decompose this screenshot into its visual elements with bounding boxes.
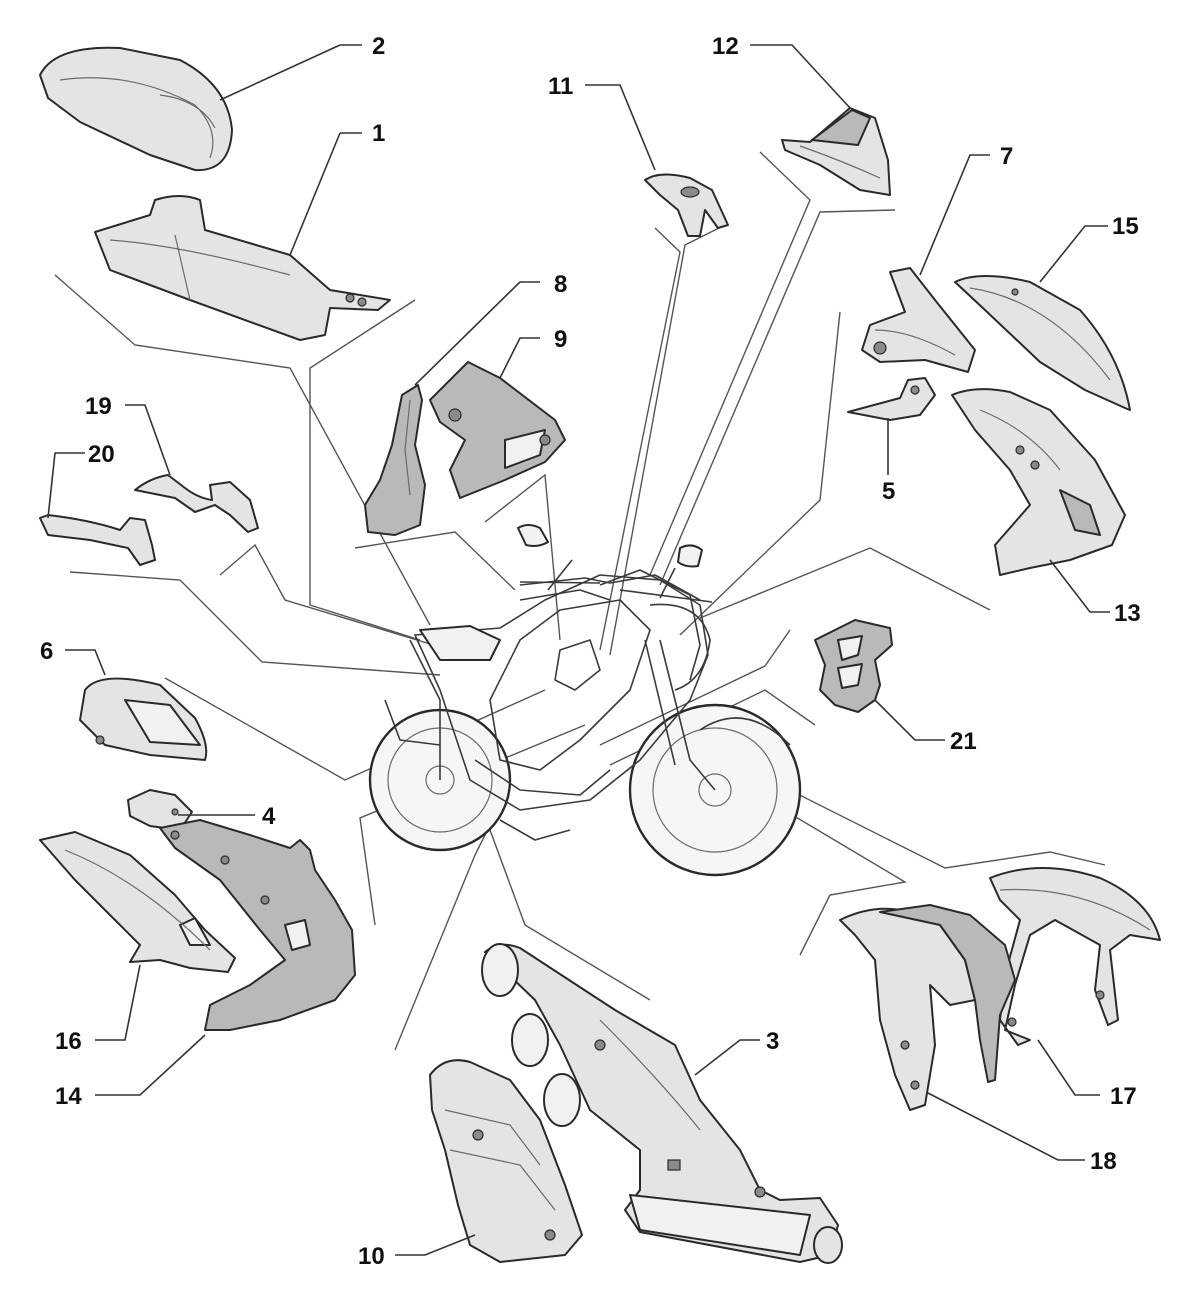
callout-15: 15 xyxy=(1112,213,1139,240)
part-19-fairing-bracket xyxy=(125,404,259,533)
callout-5: 5 xyxy=(882,478,895,505)
callout-1: 1 xyxy=(372,120,385,147)
part-15-tank-cover xyxy=(954,225,1131,411)
part-12-headlight-fairing xyxy=(750,44,891,196)
callout-17: 17 xyxy=(1110,1083,1137,1110)
part-14-front-fairing xyxy=(95,819,356,1096)
part-8-inner-panel xyxy=(364,281,540,536)
part-11-bracket xyxy=(585,84,729,237)
callout-21: 21 xyxy=(950,728,977,755)
callout-9: 9 xyxy=(554,326,567,353)
callout-3: 3 xyxy=(766,1028,779,1055)
part-7-side-panel xyxy=(861,154,990,373)
part-6-mudguard-cover xyxy=(65,649,208,761)
callout-10: 10 xyxy=(358,1243,385,1270)
part-4-small-clip xyxy=(127,789,255,831)
part-5-small-bracket xyxy=(847,377,936,475)
assembly-guide-lines xyxy=(54,151,1106,1051)
callout-4: 4 xyxy=(262,803,276,830)
callout-14: 14 xyxy=(55,1083,82,1110)
callout-16: 16 xyxy=(55,1028,82,1055)
part-1-seat xyxy=(94,132,391,341)
part-13-radiator-shroud xyxy=(951,388,1126,613)
part-18-lower-cowl xyxy=(839,904,1085,1161)
callout-7: 7 xyxy=(1000,143,1013,170)
part-9-side-cover xyxy=(429,337,566,499)
callout-8: 8 xyxy=(554,271,567,298)
part-10-heat-shield xyxy=(395,1059,583,1263)
callout-18: 18 xyxy=(1090,1148,1117,1175)
part-17-front-mudguard xyxy=(989,867,1161,1096)
callout-19: 19 xyxy=(85,393,112,420)
part-20-grab-rail xyxy=(39,452,156,566)
callout-11: 11 xyxy=(548,73,573,100)
part-16-side-fairing xyxy=(39,831,236,1041)
callout-2: 2 xyxy=(372,33,385,60)
part-21-heel-guard xyxy=(814,619,945,741)
callout-13: 13 xyxy=(1114,600,1141,627)
part-3-exhaust-silencer xyxy=(481,943,843,1264)
callout-12: 12 xyxy=(712,33,739,60)
motorcycle-assembly xyxy=(368,524,802,877)
callout-20: 20 xyxy=(88,441,115,468)
callout-6: 6 xyxy=(40,638,53,665)
part-2-rear-seat-cowl xyxy=(39,44,362,172)
callout-labels: 2 1 12 11 7 15 8 9 19 20 5 13 6 21 4 3 1… xyxy=(40,33,1141,1270)
